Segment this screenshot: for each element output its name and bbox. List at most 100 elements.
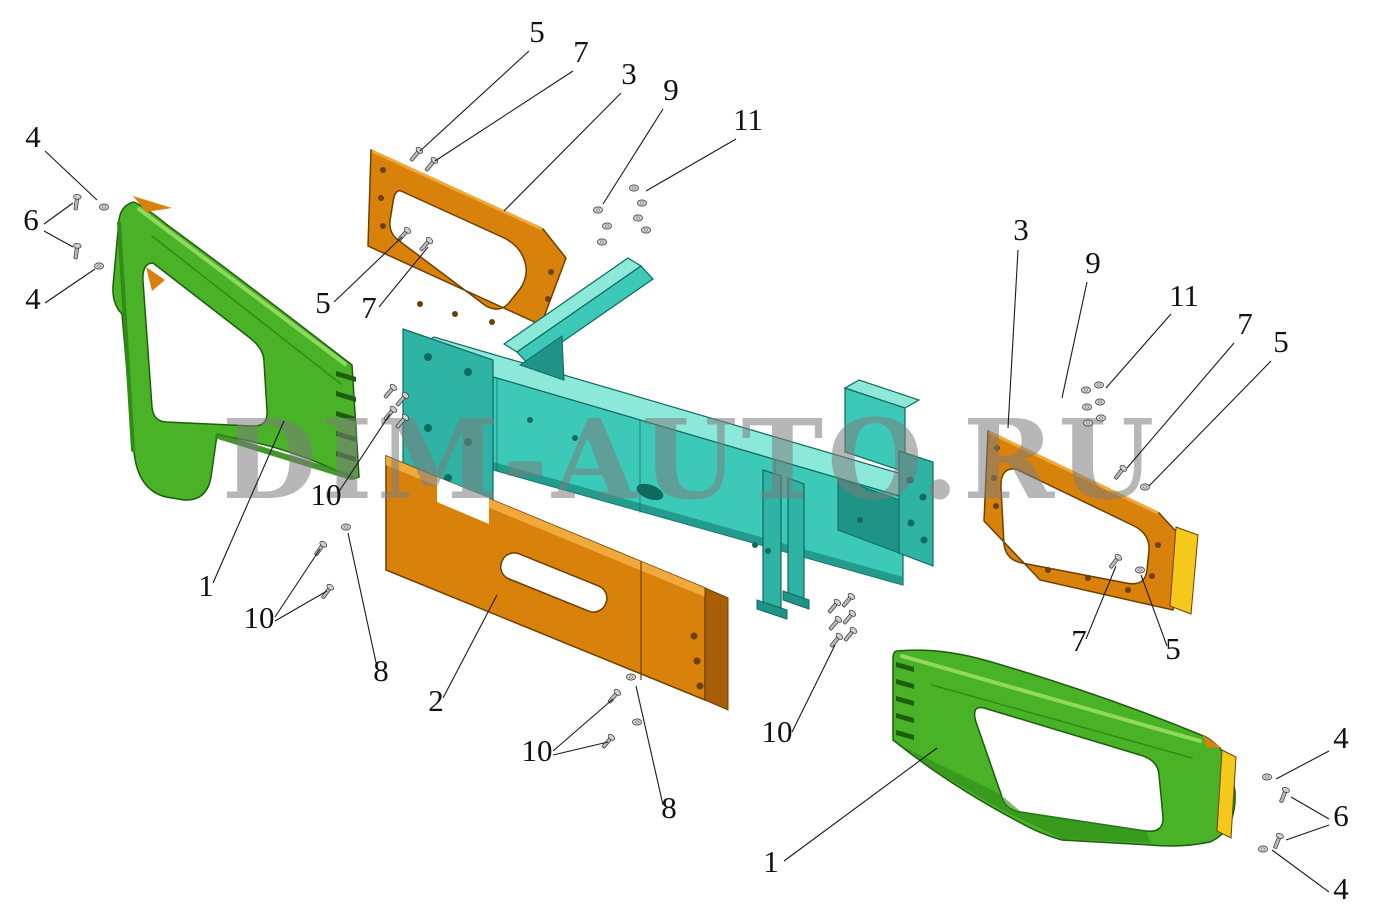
callout-label-8: 8 (661, 790, 677, 825)
leader-line (347, 532, 378, 668)
bracket-plate-upper-left (367, 148, 567, 327)
hook-slot (636, 483, 664, 501)
callout-label-2: 2 (428, 683, 444, 718)
leader-line (1271, 849, 1330, 893)
washer-icon (1258, 845, 1268, 853)
leader-lines-layer (43, 50, 1330, 893)
callout-label-10: 10 (244, 600, 275, 635)
bolt-holes (378, 167, 554, 325)
panel-holes (690, 632, 704, 690)
leader-line (212, 420, 285, 584)
leader-line (552, 741, 609, 756)
callout-label-9: 9 (1085, 245, 1101, 280)
fasteners-layer (73, 146, 1290, 853)
bolt-icon (607, 688, 622, 704)
bolt-icon (73, 194, 82, 211)
highlight-edge (371, 149, 543, 231)
washer-icon (1262, 773, 1272, 781)
leader-line (442, 594, 498, 699)
callout-label-4: 4 (25, 281, 41, 316)
leader-line (1140, 574, 1168, 647)
washer-icon (629, 184, 639, 192)
washer-icon (94, 262, 104, 270)
leader-line (333, 236, 403, 303)
callout-label-5: 5 (315, 285, 331, 320)
panel-notch (437, 477, 489, 524)
callout-label-4: 4 (1333, 871, 1349, 906)
bolt-holes (991, 445, 1161, 593)
washer-icon (641, 226, 651, 234)
shadow-band (902, 746, 1151, 843)
leader-line (274, 590, 328, 622)
bolt-icon (601, 733, 616, 749)
callout-label-1: 1 (763, 844, 779, 879)
leader-line (378, 246, 429, 308)
bracket-plate-body (983, 429, 1184, 611)
tow-slot (500, 552, 608, 613)
washer-icon (1083, 419, 1093, 427)
frame-crossmember (402, 257, 934, 620)
leader-line (635, 685, 664, 806)
leader-line (503, 92, 622, 212)
washer-icon (632, 718, 642, 726)
callout-label-4: 4 (1333, 720, 1349, 755)
bolt-icon (827, 598, 842, 614)
callout-label-10: 10 (311, 477, 342, 512)
washer-icon (1140, 483, 1150, 491)
callout-label-6: 6 (23, 202, 39, 237)
callout-label-3: 3 (621, 56, 637, 91)
orange-edge-sliver (146, 267, 165, 291)
bolt-icon (383, 383, 398, 399)
washer-icon (99, 203, 109, 211)
callout-label-4: 4 (25, 119, 41, 154)
bolt-icon (842, 609, 857, 625)
leader-line (43, 230, 74, 248)
highlight-edge (900, 654, 1202, 743)
hanger-foot (756, 599, 788, 620)
orange-edge-sliver (133, 196, 172, 212)
callout-label-1: 1 (198, 568, 214, 603)
leader-line (1275, 750, 1330, 780)
yellow-edge-strip (1169, 526, 1199, 615)
leader-line (43, 202, 74, 225)
bracket-plate-right (983, 429, 1199, 615)
washer-icon (593, 206, 603, 214)
right-upper-box-top (843, 379, 921, 409)
leader-line (274, 548, 321, 618)
highlight-edge (137, 207, 347, 366)
bolt-icon (424, 156, 439, 172)
washer-icon (341, 523, 351, 531)
leader-line (1085, 565, 1117, 640)
upper-beam-front (516, 265, 654, 366)
center-panel (385, 454, 729, 711)
bracket-plate-body (367, 148, 567, 327)
callout-label-10: 10 (522, 733, 553, 768)
bolt-icon (73, 243, 82, 260)
callout-label-10: 10 (762, 714, 793, 749)
leader-line (1285, 824, 1330, 841)
vent-slots-left (336, 371, 356, 462)
leader-line (602, 108, 664, 205)
callout-label-9: 9 (663, 72, 679, 107)
vent-slots-right (896, 662, 914, 740)
callout-label-5: 5 (1273, 324, 1289, 359)
bolt-icon (1273, 832, 1284, 849)
callout-label-11: 11 (733, 102, 763, 137)
washer-icon (1096, 414, 1106, 422)
washer-icon (1135, 566, 1145, 574)
bolt-icon (841, 592, 856, 608)
leader-line (1007, 249, 1019, 429)
bolt-icon (321, 583, 335, 599)
bumper-corner-right-body (892, 649, 1236, 847)
hanger-foot (782, 590, 810, 610)
bolt-icon (314, 540, 328, 556)
right-gusset (837, 477, 900, 554)
upper-beam-gusset (518, 335, 565, 381)
leader-line (1126, 342, 1235, 469)
bolt-icon (828, 615, 843, 631)
bumper-corner-left (112, 196, 360, 501)
leader-line (645, 138, 737, 192)
bolt-icon (395, 413, 410, 429)
